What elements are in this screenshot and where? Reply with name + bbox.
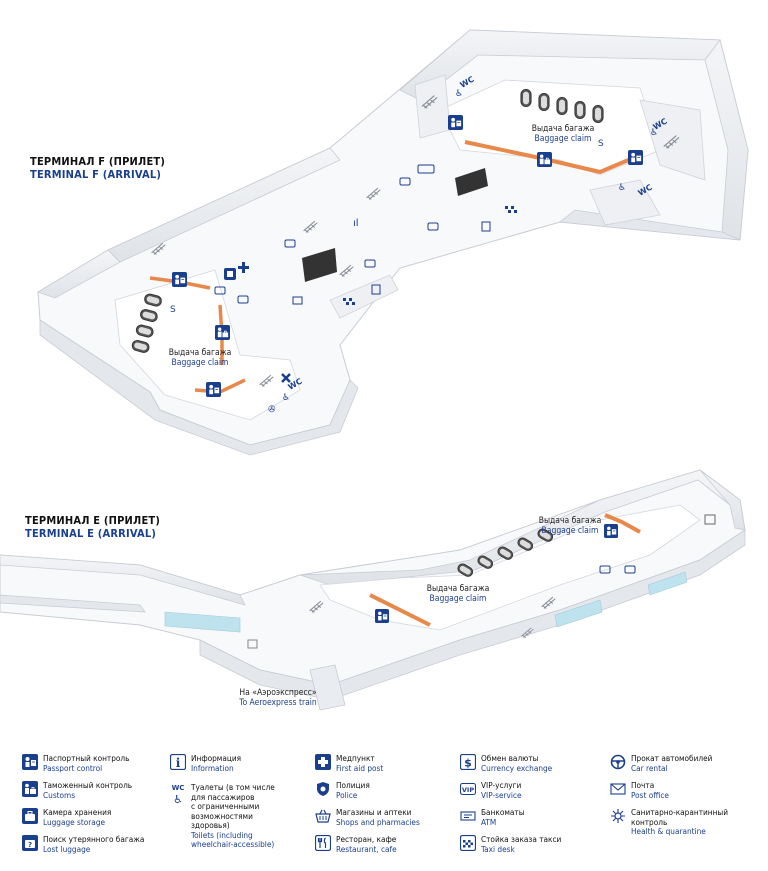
- terminal-e-subtitle: TERMINAL E (ARRIVAL): [25, 527, 157, 540]
- atm-icon: [460, 811, 476, 821]
- terminal-f-title: ТЕРМИНАЛ F (ПРИЛЕТ): [30, 155, 166, 168]
- car-rental-icon: [610, 754, 626, 770]
- terminal-f-floorplan: ıl S S WC WC WC WC ♿ ♿ ♿ ♿ ✇: [37, 29, 749, 456]
- vip-icon: VIP: [460, 782, 476, 796]
- svg-text:i: i: [176, 756, 181, 770]
- lost-luggage-icon: ?: [22, 835, 38, 851]
- passport-control-icon: [22, 754, 38, 770]
- svg-text:VIP: VIP: [462, 786, 474, 794]
- luggage-storage-icon: [22, 808, 38, 824]
- information-icon: i: [170, 754, 186, 770]
- aeroexpress-label: На «Аэроэкспресс»To Aeroexpress train: [239, 688, 317, 708]
- terminal-e-floorplan: [0, 469, 746, 711]
- svg-text:✇: ✇: [268, 405, 276, 415]
- terminal-f-subtitle: TERMINAL F (ARRIVAL): [30, 168, 162, 181]
- post-office-icon: [610, 783, 626, 795]
- shops-icon: [315, 809, 331, 823]
- svg-text:♿: ♿: [282, 393, 290, 403]
- svg-text:♿: ♿: [173, 793, 183, 805]
- toilets-icon: WC ♿: [172, 784, 185, 805]
- restaurant-icon: [315, 835, 331, 851]
- customs-icon: [22, 781, 38, 797]
- currency-exchange-icon: $: [460, 754, 476, 770]
- svg-text:?: ?: [28, 841, 32, 849]
- svg-text:$: $: [464, 757, 472, 770]
- svg-text:S: S: [170, 305, 176, 315]
- police-icon: [317, 782, 329, 796]
- taxi-icon: [460, 835, 476, 851]
- svg-text:♿: ♿: [650, 128, 658, 138]
- health-quarantine-icon: [611, 809, 625, 823]
- svg-text:♿: ♿: [455, 89, 463, 99]
- airport-map: ıl S S WC WC WC WC ♿ ♿ ♿ ♿ ✇: [0, 29, 749, 711]
- first-aid-icon: [315, 754, 331, 770]
- svg-text:ıl: ıl: [353, 218, 359, 229]
- svg-text:S: S: [598, 139, 604, 149]
- svg-text:♿: ♿: [618, 183, 626, 193]
- svg-text:WC: WC: [172, 784, 185, 792]
- legend-toilets: WC ♿ Туалеты (в том числе для пассажиров…: [171, 782, 275, 849]
- terminal-e-title: ТЕРМИНАЛ E (ПРИЛЕТ): [25, 514, 161, 527]
